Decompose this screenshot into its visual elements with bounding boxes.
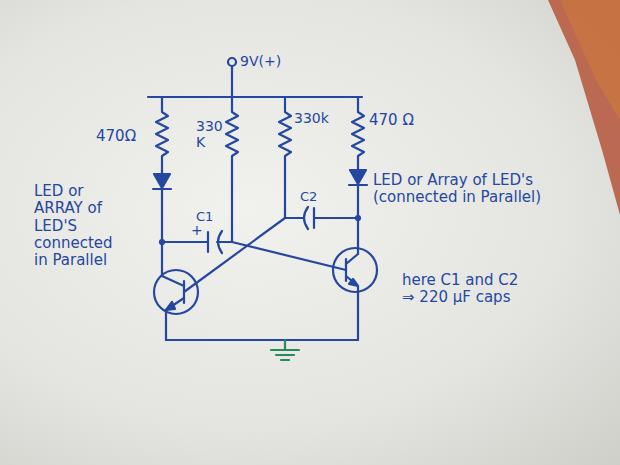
ground-wire — [166, 339, 358, 341]
led-symbol — [350, 170, 366, 184]
wire — [161, 189, 163, 276]
capacitor-symbol — [207, 232, 209, 252]
ground-symbol — [276, 354, 294, 356]
transistor-symbol — [333, 248, 377, 292]
wire — [314, 217, 358, 219]
wire — [184, 218, 285, 292]
ground-symbol — [284, 340, 286, 350]
fabric-background — [548, 0, 620, 215]
led-symbol — [154, 174, 170, 188]
resistor-value: 470 Ω — [369, 112, 425, 129]
note: here C1 and C2 ⇒ 220 μF caps — [402, 272, 520, 307]
wire — [232, 242, 346, 270]
wire — [285, 217, 303, 219]
resistor-value: 470Ω — [96, 128, 152, 145]
wire — [231, 66, 233, 97]
wire — [162, 241, 208, 243]
transistor-symbol — [346, 276, 358, 340]
transistor-symbol — [346, 254, 358, 264]
junction-dot — [356, 216, 360, 220]
supply-label: 9V(+) — [240, 53, 310, 69]
transistor-symbol — [349, 279, 358, 286]
transistor-symbol — [154, 270, 198, 314]
transistor-symbol — [162, 276, 184, 286]
wire — [357, 185, 359, 254]
resistor-symbol — [226, 97, 238, 242]
capacitor-symbol — [304, 207, 308, 229]
wire — [217, 241, 232, 243]
resistor-symbol — [156, 97, 168, 174]
resistor-value: 330k — [294, 110, 338, 126]
note: LED or ARRAY of LED'S connected in Paral… — [34, 183, 126, 269]
polarity-mark: + — [191, 222, 205, 238]
resistor-symbol — [352, 97, 364, 170]
supply-rail — [148, 96, 362, 98]
resistor-symbol — [279, 97, 291, 218]
ground-symbol — [281, 359, 289, 361]
capacitor-name: C2 — [300, 190, 326, 205]
ground-symbol — [271, 349, 299, 351]
fabric-background — [560, 0, 620, 120]
resistor-value: 330 K — [196, 118, 226, 150]
note: LED or Array of LED's (connected in Para… — [373, 172, 543, 207]
transistor-symbol — [166, 302, 175, 310]
supply-terminal — [228, 58, 236, 66]
transistor-symbol — [166, 298, 184, 340]
